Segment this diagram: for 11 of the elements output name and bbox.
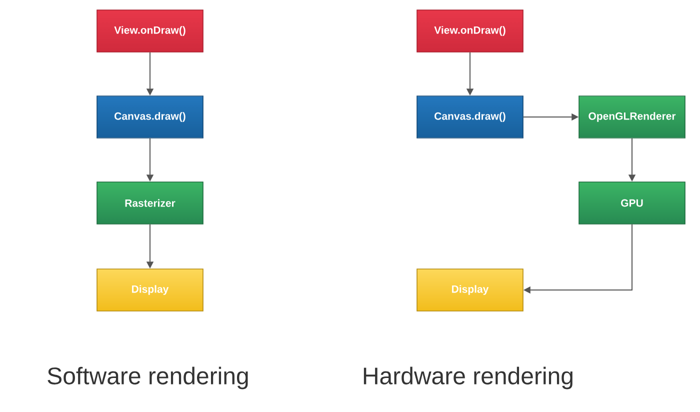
process-box: Display <box>416 268 524 312</box>
process-box: Display <box>96 268 204 312</box>
process-box: Canvas.draw() <box>96 96 204 138</box>
process-box: OpenGLRenderer <box>578 96 686 138</box>
process-box: View.onDraw() <box>96 10 204 52</box>
caption: Software rendering <box>48 366 248 390</box>
process-box: View.onDraw() <box>416 10 524 52</box>
caption: Hardware rendering <box>364 366 572 390</box>
process-box: Rasterizer <box>96 182 204 224</box>
process-box: Canvas.draw() <box>416 96 524 138</box>
process-box: GPU <box>578 182 686 224</box>
